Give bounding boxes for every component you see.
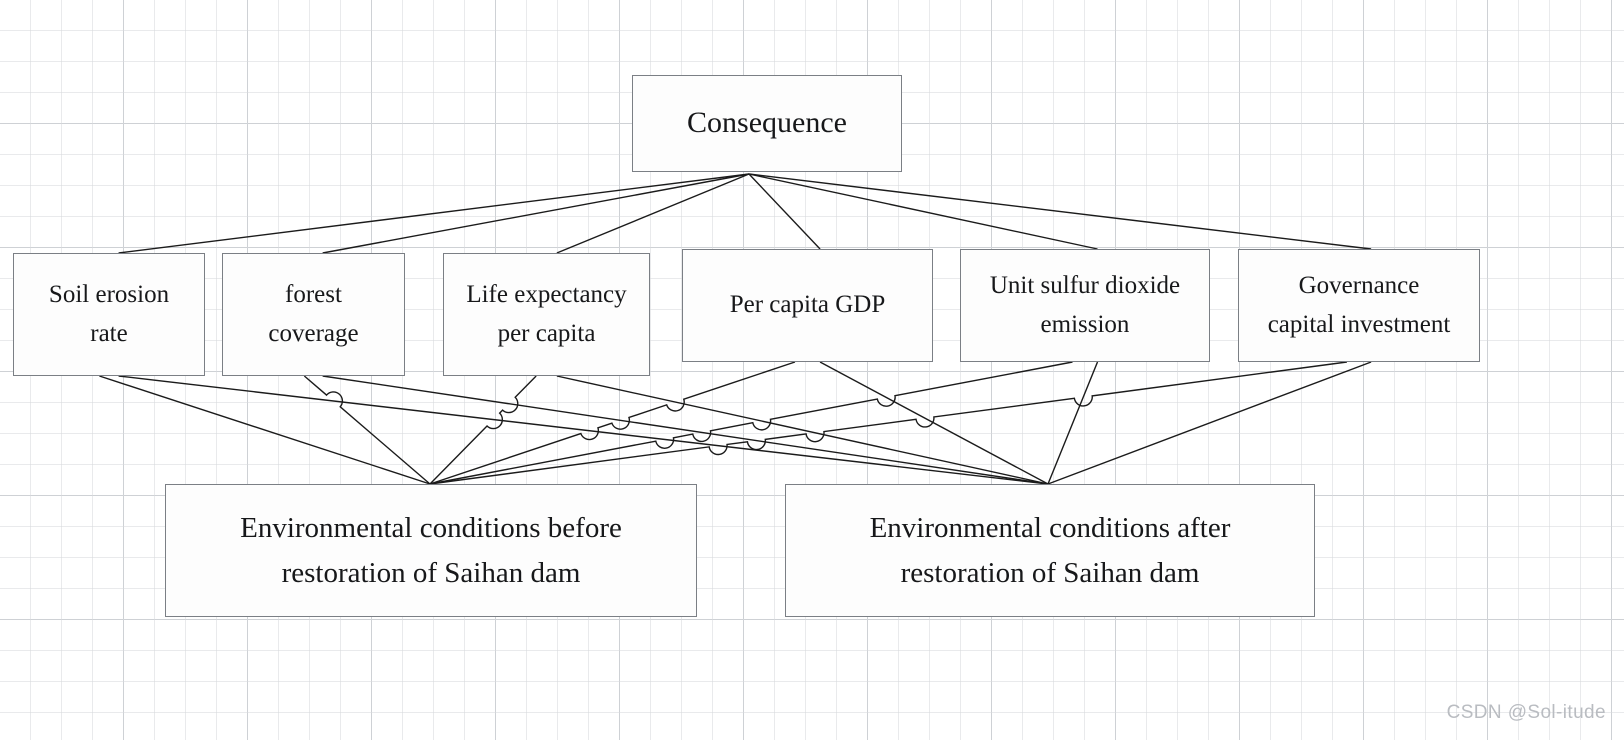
edge-before-0: [99, 375, 431, 485]
edge-root-1: [322, 173, 750, 254]
node-soil-erosion-rate-label: Soil erosion rate: [48, 280, 170, 347]
node-before-restoration[interactable]: Environmental conditions before restorat…: [165, 484, 697, 617]
node-unit-sulfur-dioxide-emission-label: Unit sulfur dioxide emission: [989, 271, 1181, 338]
edge-before-5: [429, 361, 1347, 485]
edge-root-5: [748, 173, 1372, 250]
edge-root-0: [118, 173, 750, 254]
edge-after-0: [118, 375, 1049, 485]
edge-before-2: [429, 375, 537, 485]
node-after-restoration-label: Environmental conditions after restorati…: [869, 511, 1231, 589]
node-forest-coverage-label: forest coverage: [268, 280, 359, 347]
edge-after-4: [1047, 361, 1099, 485]
edge-root-4: [748, 173, 1098, 250]
edge-after-1: [322, 375, 1049, 485]
node-governance-capital-investment-label: Governance capital investment: [1267, 271, 1451, 338]
edge-after-5: [1047, 361, 1372, 485]
edges-criteria-to-after: [118, 361, 1372, 485]
edge-after-2: [556, 375, 1049, 485]
node-forest-coverage[interactable]: forest coverage: [222, 253, 405, 376]
node-consequence[interactable]: Consequence: [632, 75, 902, 172]
node-consequence-label: Consequence: [687, 106, 847, 140]
edge-root-2: [556, 173, 750, 254]
node-per-capita-gdp-label: Per capita GDP: [729, 291, 886, 319]
node-life-expectancy-per-capita[interactable]: Life expectancy per capita: [443, 253, 650, 376]
node-soil-erosion-rate[interactable]: Soil erosion rate: [13, 253, 205, 376]
edge-after-3: [819, 361, 1049, 485]
node-life-expectancy-per-capita-label: Life expectancy per capita: [466, 280, 627, 347]
edges-root-to-criteria: [118, 173, 1372, 254]
node-governance-capital-investment[interactable]: Governance capital investment: [1238, 249, 1480, 362]
edge-root-3: [748, 173, 821, 250]
edge-before-4: [429, 361, 1073, 485]
node-before-restoration-label: Environmental conditions before restorat…: [240, 511, 622, 589]
edges-criteria-to-before: [99, 361, 1347, 485]
node-per-capita-gdp[interactable]: Per capita GDP: [682, 249, 933, 362]
edge-before-1: [303, 375, 431, 485]
node-unit-sulfur-dioxide-emission[interactable]: Unit sulfur dioxide emission: [960, 249, 1210, 362]
watermark: CSDN @Sol-itude: [1446, 702, 1606, 723]
node-after-restoration[interactable]: Environmental conditions after restorati…: [785, 484, 1315, 617]
edge-before-3: [429, 361, 796, 485]
